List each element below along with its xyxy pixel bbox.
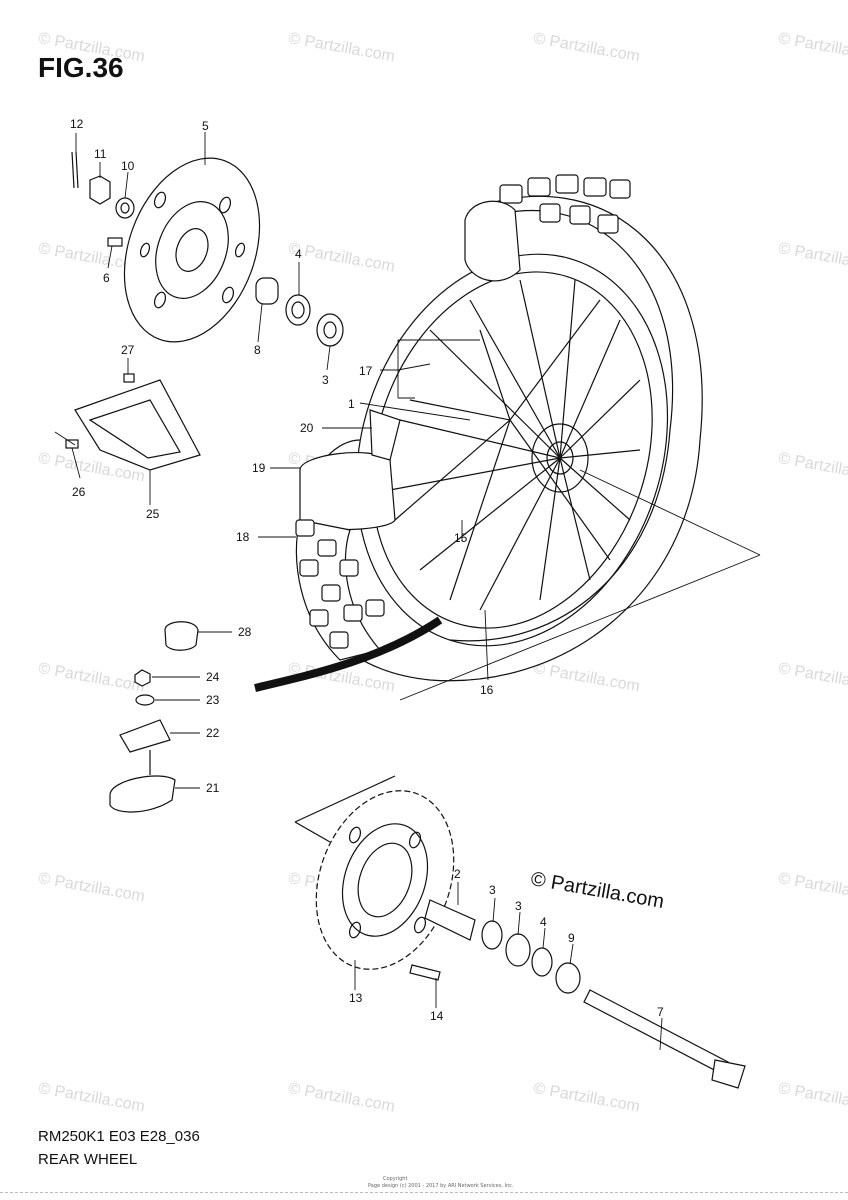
rim-lock-pad[interactable] xyxy=(119,719,171,753)
callout-13: 13 xyxy=(349,991,363,1005)
callout-15: 15 xyxy=(454,531,468,545)
callout-28: 28 xyxy=(238,625,252,639)
figure-title: FIG.36 xyxy=(38,52,124,83)
callout-1: 1 xyxy=(348,397,355,411)
callout-3b: 3 xyxy=(489,883,496,897)
tire-section[interactable] xyxy=(295,519,385,661)
callout-21: 21 xyxy=(206,781,220,795)
callout-26: 26 xyxy=(72,485,86,499)
sprocket-bolt[interactable] xyxy=(409,964,441,981)
callout-5: 5 xyxy=(202,119,209,133)
valve-cap[interactable] xyxy=(164,621,199,651)
callout-27: 27 xyxy=(121,343,135,357)
bearing[interactable] xyxy=(481,920,503,950)
axle-spacer[interactable] xyxy=(555,962,581,994)
rear-axle[interactable] xyxy=(583,989,746,1089)
diagram-code: RM250K1 E03 E28_036 xyxy=(38,1128,200,1145)
tire-edge xyxy=(254,616,443,692)
callout-24: 24 xyxy=(206,670,220,684)
callout-2: 2 xyxy=(454,867,461,881)
brake-disc[interactable] xyxy=(100,139,283,361)
callout-4: 4 xyxy=(295,247,302,261)
rear-wheel[interactable] xyxy=(297,174,717,687)
valve-washer[interactable] xyxy=(135,694,155,706)
oil-seal[interactable] xyxy=(285,294,311,326)
bearing[interactable] xyxy=(505,933,531,967)
callout-23: 23 xyxy=(206,693,220,707)
callout-6: 6 xyxy=(103,271,110,285)
spacer[interactable] xyxy=(255,277,279,305)
callout-3: 3 xyxy=(322,373,329,387)
callout-16: 16 xyxy=(480,683,494,697)
callout-18: 18 xyxy=(236,530,250,544)
callout-4b: 4 xyxy=(540,915,547,929)
callout-7: 7 xyxy=(657,1005,664,1019)
rim-band[interactable] xyxy=(369,409,401,461)
callout-17: 17 xyxy=(359,364,373,378)
callout-10: 10 xyxy=(121,159,135,173)
rim-lock[interactable] xyxy=(109,775,176,813)
sprocket[interactable] xyxy=(292,771,477,988)
callout-12: 12 xyxy=(70,117,84,131)
callout-3c: 3 xyxy=(515,899,522,913)
washer[interactable] xyxy=(115,197,135,219)
bracket-line xyxy=(294,775,396,823)
inner-tube[interactable] xyxy=(299,451,396,531)
tiny-copyright: Copyright xyxy=(383,1176,408,1182)
callout-20: 20 xyxy=(300,421,314,435)
tiny-page-design: Page design (c) 2001 - 2017 by ARI Netwo… xyxy=(368,1183,514,1189)
callout-14: 14 xyxy=(430,1009,444,1023)
callout-19: 19 xyxy=(252,461,266,475)
callout-9: 9 xyxy=(568,931,575,945)
bearing[interactable] xyxy=(316,313,344,347)
axle-nut[interactable] xyxy=(89,175,111,205)
diagram-name: REAR WHEEL xyxy=(38,1151,138,1168)
disc-bolt[interactable] xyxy=(107,237,123,247)
cotter-pin[interactable] xyxy=(75,151,79,189)
valve-nut[interactable] xyxy=(134,669,151,687)
page-divider xyxy=(0,1192,848,1193)
callout-22: 22 xyxy=(206,726,220,740)
disc-guard[interactable] xyxy=(74,379,201,471)
callout-25: 25 xyxy=(146,507,160,521)
callout-11: 11 xyxy=(94,147,107,161)
hub-spacer[interactable] xyxy=(424,899,476,941)
guard-bolt[interactable] xyxy=(123,373,135,383)
callout-8: 8 xyxy=(254,343,261,357)
oil-seal[interactable] xyxy=(531,947,553,977)
